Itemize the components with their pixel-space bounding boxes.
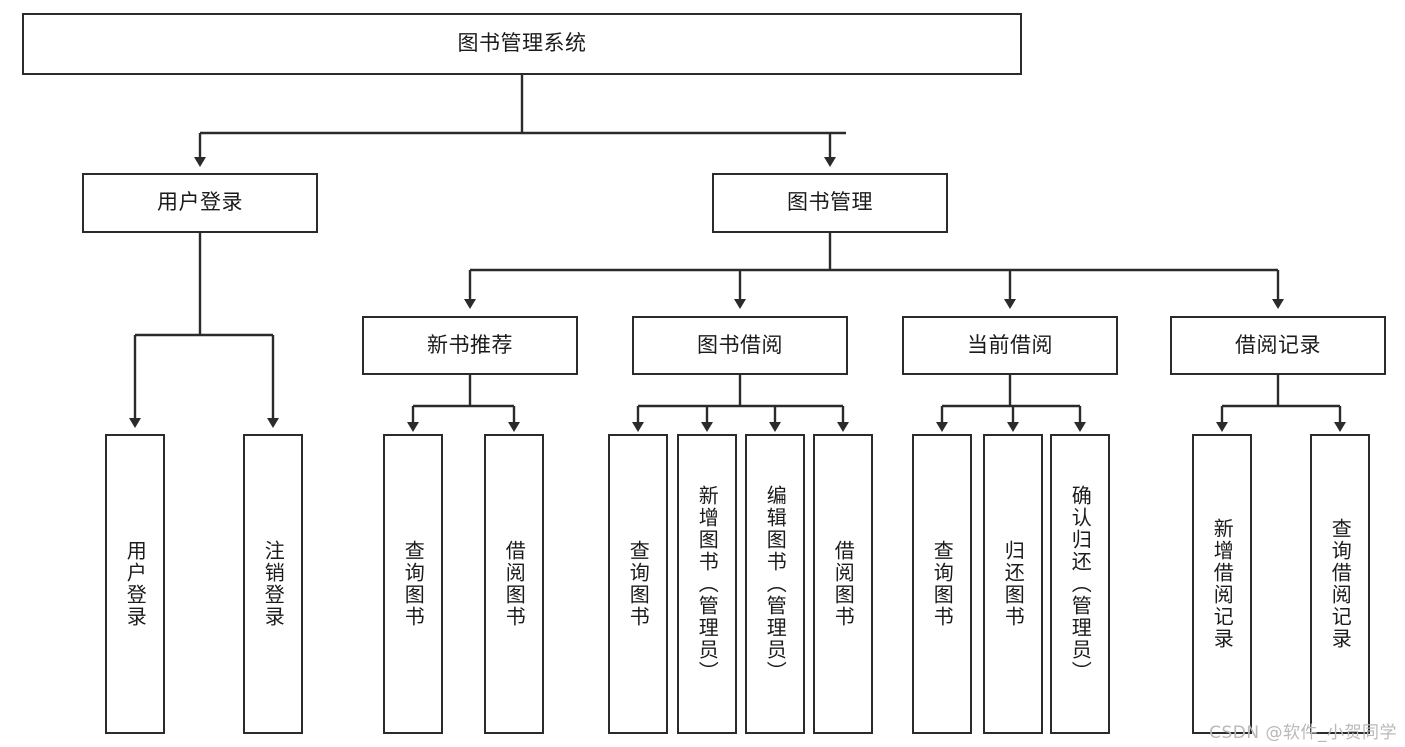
node-leaf-query-record[interactable]: 查询借阅记录 (1310, 434, 1370, 734)
node-leaf-add-book[interactable]: 新增图书（管理员） (677, 434, 737, 734)
node-leaf-query-book-1-label: 查询图书 (401, 540, 426, 628)
node-root-label: 图书管理系统 (457, 31, 587, 56)
node-user-login-label: 用户登录 (157, 190, 243, 215)
node-leaf-borrow-book-1[interactable]: 借阅图书 (484, 434, 544, 734)
node-book-borrow[interactable]: 图书借阅 (632, 316, 848, 375)
node-current-borrow[interactable]: 当前借阅 (902, 316, 1118, 375)
node-leaf-logout-label: 注销登录 (261, 540, 286, 628)
node-leaf-query-book-3[interactable]: 查询图书 (912, 434, 972, 734)
node-leaf-user-login-label: 用户登录 (123, 540, 148, 628)
node-leaf-edit-book[interactable]: 编辑图书（管理员） (745, 434, 805, 734)
node-leaf-borrow-book-2-label: 借阅图书 (831, 540, 856, 628)
watermark: CSDN @软件_小贺同学 (1209, 723, 1397, 743)
node-leaf-query-book-2[interactable]: 查询图书 (608, 434, 668, 734)
node-book-borrow-label: 图书借阅 (697, 332, 783, 357)
node-leaf-logout[interactable]: 注销登录 (243, 434, 303, 734)
node-leaf-add-record-label: 新增借阅记录 (1210, 518, 1235, 650)
node-leaf-return-book-label: 归还图书 (1001, 540, 1026, 628)
node-borrow-record-label: 借阅记录 (1235, 332, 1321, 357)
node-leaf-query-book-1[interactable]: 查询图书 (383, 434, 443, 734)
node-leaf-add-book-label: 新增图书（管理员） (695, 485, 720, 683)
node-leaf-query-book-3-label: 查询图书 (930, 540, 955, 628)
node-current-borrow-label: 当前借阅 (967, 332, 1053, 357)
node-leaf-query-book-2-label: 查询图书 (626, 540, 651, 628)
node-user-login[interactable]: 用户登录 (82, 173, 318, 233)
node-leaf-return-book[interactable]: 归还图书 (983, 434, 1043, 734)
node-root[interactable]: 图书管理系统 (22, 13, 1022, 75)
node-leaf-confirm-return-label: 确认归还（管理员） (1068, 485, 1093, 683)
node-new-book-recommend[interactable]: 新书推荐 (362, 316, 578, 375)
node-new-book-recommend-label: 新书推荐 (427, 332, 513, 357)
node-borrow-record[interactable]: 借阅记录 (1170, 316, 1386, 375)
node-leaf-borrow-book-1-label: 借阅图书 (502, 540, 527, 628)
node-leaf-query-record-label: 查询借阅记录 (1328, 518, 1353, 650)
node-leaf-confirm-return[interactable]: 确认归还（管理员） (1050, 434, 1110, 734)
node-leaf-borrow-book-2[interactable]: 借阅图书 (813, 434, 873, 734)
node-leaf-add-record[interactable]: 新增借阅记录 (1192, 434, 1252, 734)
node-book-management[interactable]: 图书管理 (712, 173, 948, 233)
node-book-management-label: 图书管理 (787, 190, 873, 215)
node-leaf-edit-book-label: 编辑图书（管理员） (763, 485, 788, 683)
node-leaf-user-login[interactable]: 用户登录 (105, 434, 165, 734)
